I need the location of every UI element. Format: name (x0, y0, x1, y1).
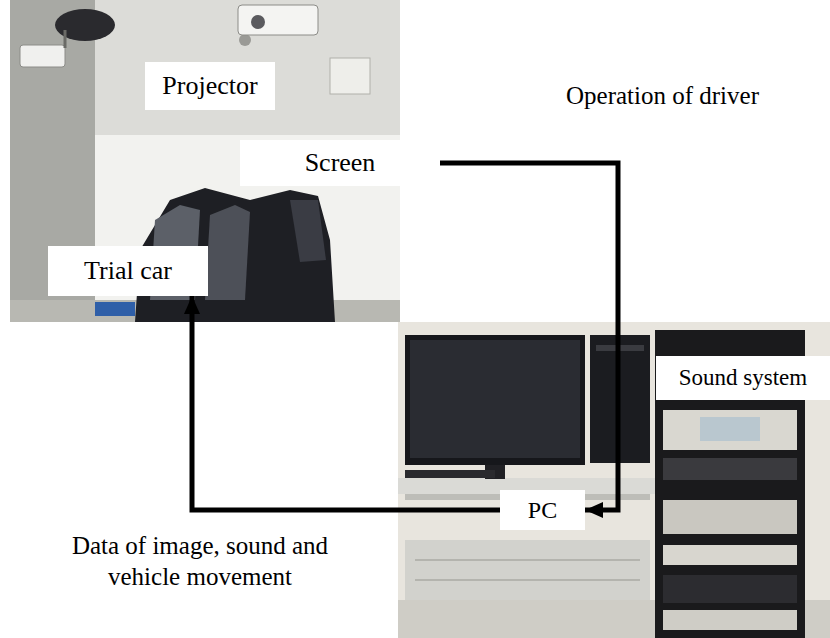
label-text: PC (528, 497, 557, 524)
edge-label: Data of image, sound and vehicle movemen… (35, 530, 365, 593)
label-text: Sound system (679, 365, 807, 391)
label-text: Trial car (84, 256, 172, 286)
control-desk-photo (398, 322, 830, 638)
part-label: PC (500, 490, 585, 530)
part-label: Screen (240, 140, 440, 186)
part-label: Projector (145, 62, 275, 110)
edge-label: Operation of driver (500, 80, 825, 111)
label-text: Projector (162, 71, 257, 101)
label-text: Screen (305, 148, 376, 178)
simulator-room-photo (10, 0, 400, 322)
part-label: Sound system (656, 356, 830, 400)
flow-arrow (440, 163, 618, 510)
flow-arrow (192, 296, 500, 510)
part-label: Trial car (48, 246, 208, 296)
